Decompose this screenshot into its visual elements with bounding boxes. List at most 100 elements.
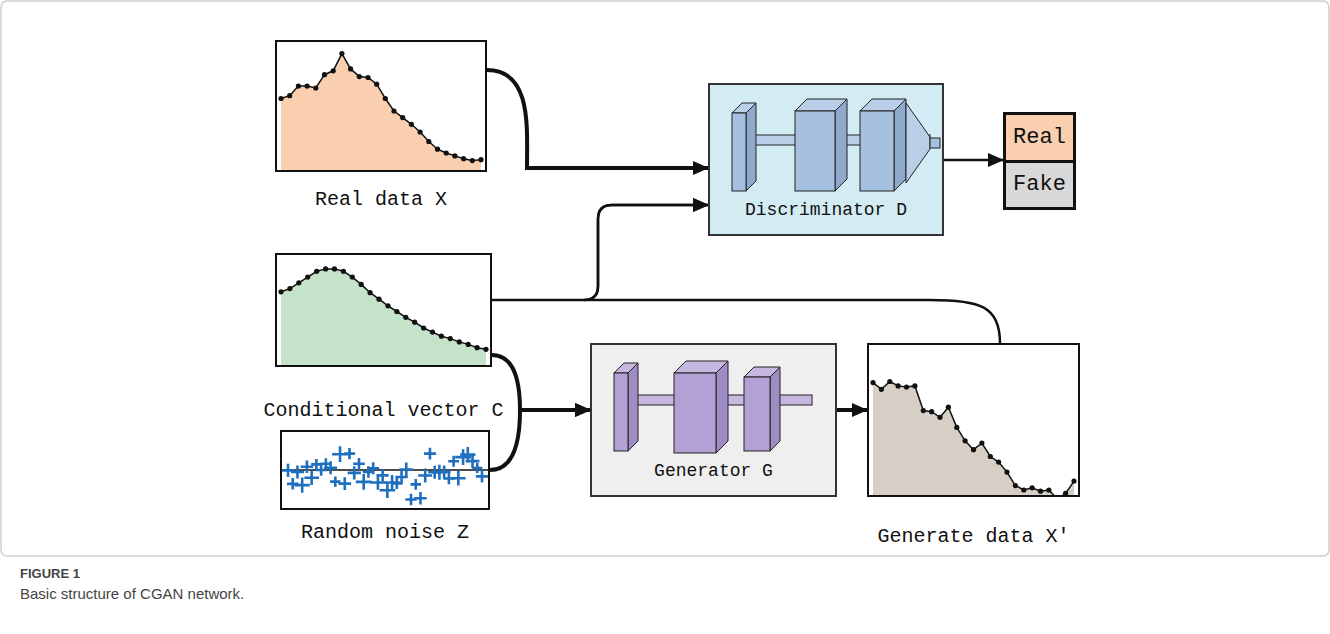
data-point [879, 387, 884, 392]
data-point [400, 115, 405, 120]
figure-caption: Basic structure of CGAN network. [20, 585, 244, 602]
data-point [418, 129, 423, 134]
noise-mark [353, 458, 365, 470]
data-point [1071, 479, 1076, 484]
data-point [278, 96, 283, 101]
connector [944, 159, 1003, 162]
data-point [331, 68, 336, 73]
noise-mark [451, 471, 466, 486]
noise-mark [410, 479, 421, 490]
data-point [314, 269, 319, 274]
real-data-chart: Real data X [275, 40, 487, 172]
data-point [278, 289, 283, 294]
data-point [322, 72, 327, 77]
data-point [1013, 483, 1018, 488]
noise-mark [295, 478, 310, 493]
block-label: Generator G [592, 461, 835, 481]
data-point [937, 415, 942, 420]
noise-mark [418, 469, 432, 483]
area-plot [277, 255, 490, 365]
data-point [341, 269, 346, 274]
output-box: RealFake [1003, 112, 1076, 210]
data-point [1038, 489, 1043, 494]
data-point [996, 460, 1001, 465]
data-point [1021, 487, 1026, 492]
area-fill [873, 382, 1074, 496]
data-point [332, 266, 337, 271]
data-point [439, 334, 444, 339]
data-point [448, 336, 453, 341]
noise-mark [399, 463, 413, 477]
chart-label: Random noise Z [301, 521, 469, 544]
data-point [426, 139, 431, 144]
data-line [281, 54, 481, 161]
noise-mark [476, 470, 488, 482]
data-point [409, 122, 414, 127]
noise-mark [414, 492, 426, 504]
frame-border [1, 1, 1329, 556]
generated-data-chart: Generate data X' [867, 343, 1080, 497]
data-point [466, 342, 471, 347]
area-plot [277, 42, 485, 170]
connector [492, 205, 708, 300]
noise-mark [282, 464, 295, 477]
layer-block [860, 111, 894, 191]
data-point [475, 345, 480, 350]
data-point [461, 156, 466, 161]
output-class: Fake [1006, 160, 1073, 208]
area-fill [281, 54, 481, 170]
data-point [376, 297, 381, 302]
data-point [348, 66, 353, 71]
data-point [921, 408, 926, 413]
data-point [323, 266, 328, 271]
generator-box: Generator G [590, 343, 837, 497]
chart-label: Conditional vector C [263, 399, 503, 422]
connector [492, 355, 590, 410]
layer-block [770, 367, 780, 451]
data-point [391, 108, 396, 113]
output-unit [930, 138, 940, 148]
noise-mark [338, 477, 351, 490]
layer-block [744, 377, 770, 451]
data-point [296, 84, 301, 89]
data-point [896, 383, 901, 388]
data-point [374, 82, 379, 87]
data-point [359, 282, 364, 287]
data-point [305, 84, 310, 89]
data-point [1030, 485, 1035, 490]
data-point [287, 93, 292, 98]
noise-mark [287, 478, 298, 489]
noise-mark [304, 470, 319, 485]
data-line [873, 382, 1074, 496]
data-point [383, 96, 388, 101]
data-point [1063, 491, 1068, 495]
data-point [357, 74, 362, 79]
data-point [394, 309, 399, 314]
data-point [954, 425, 959, 430]
data-point [1004, 470, 1009, 475]
chart-label: Real data X [315, 188, 447, 211]
layer-block [732, 113, 746, 191]
data-point [1046, 487, 1051, 492]
data-point [946, 405, 951, 410]
data-point [979, 440, 984, 445]
data-point [305, 275, 310, 280]
data-point [296, 280, 301, 285]
connector [837, 408, 867, 412]
noise-mark [330, 477, 340, 487]
data-point [403, 315, 408, 320]
noise-chart: Random noise Z [280, 430, 490, 510]
connector [487, 70, 708, 168]
data-point [444, 150, 449, 155]
data-point [457, 339, 462, 344]
data-point [971, 447, 976, 452]
data-point [470, 158, 475, 163]
noise-mark [367, 462, 379, 474]
figure-number: FIGURE 1 [20, 566, 80, 581]
output-class: Real [1006, 115, 1073, 160]
layer-block [795, 111, 835, 191]
data-point [287, 286, 292, 291]
data-point [929, 409, 934, 414]
layer-block [894, 99, 906, 191]
